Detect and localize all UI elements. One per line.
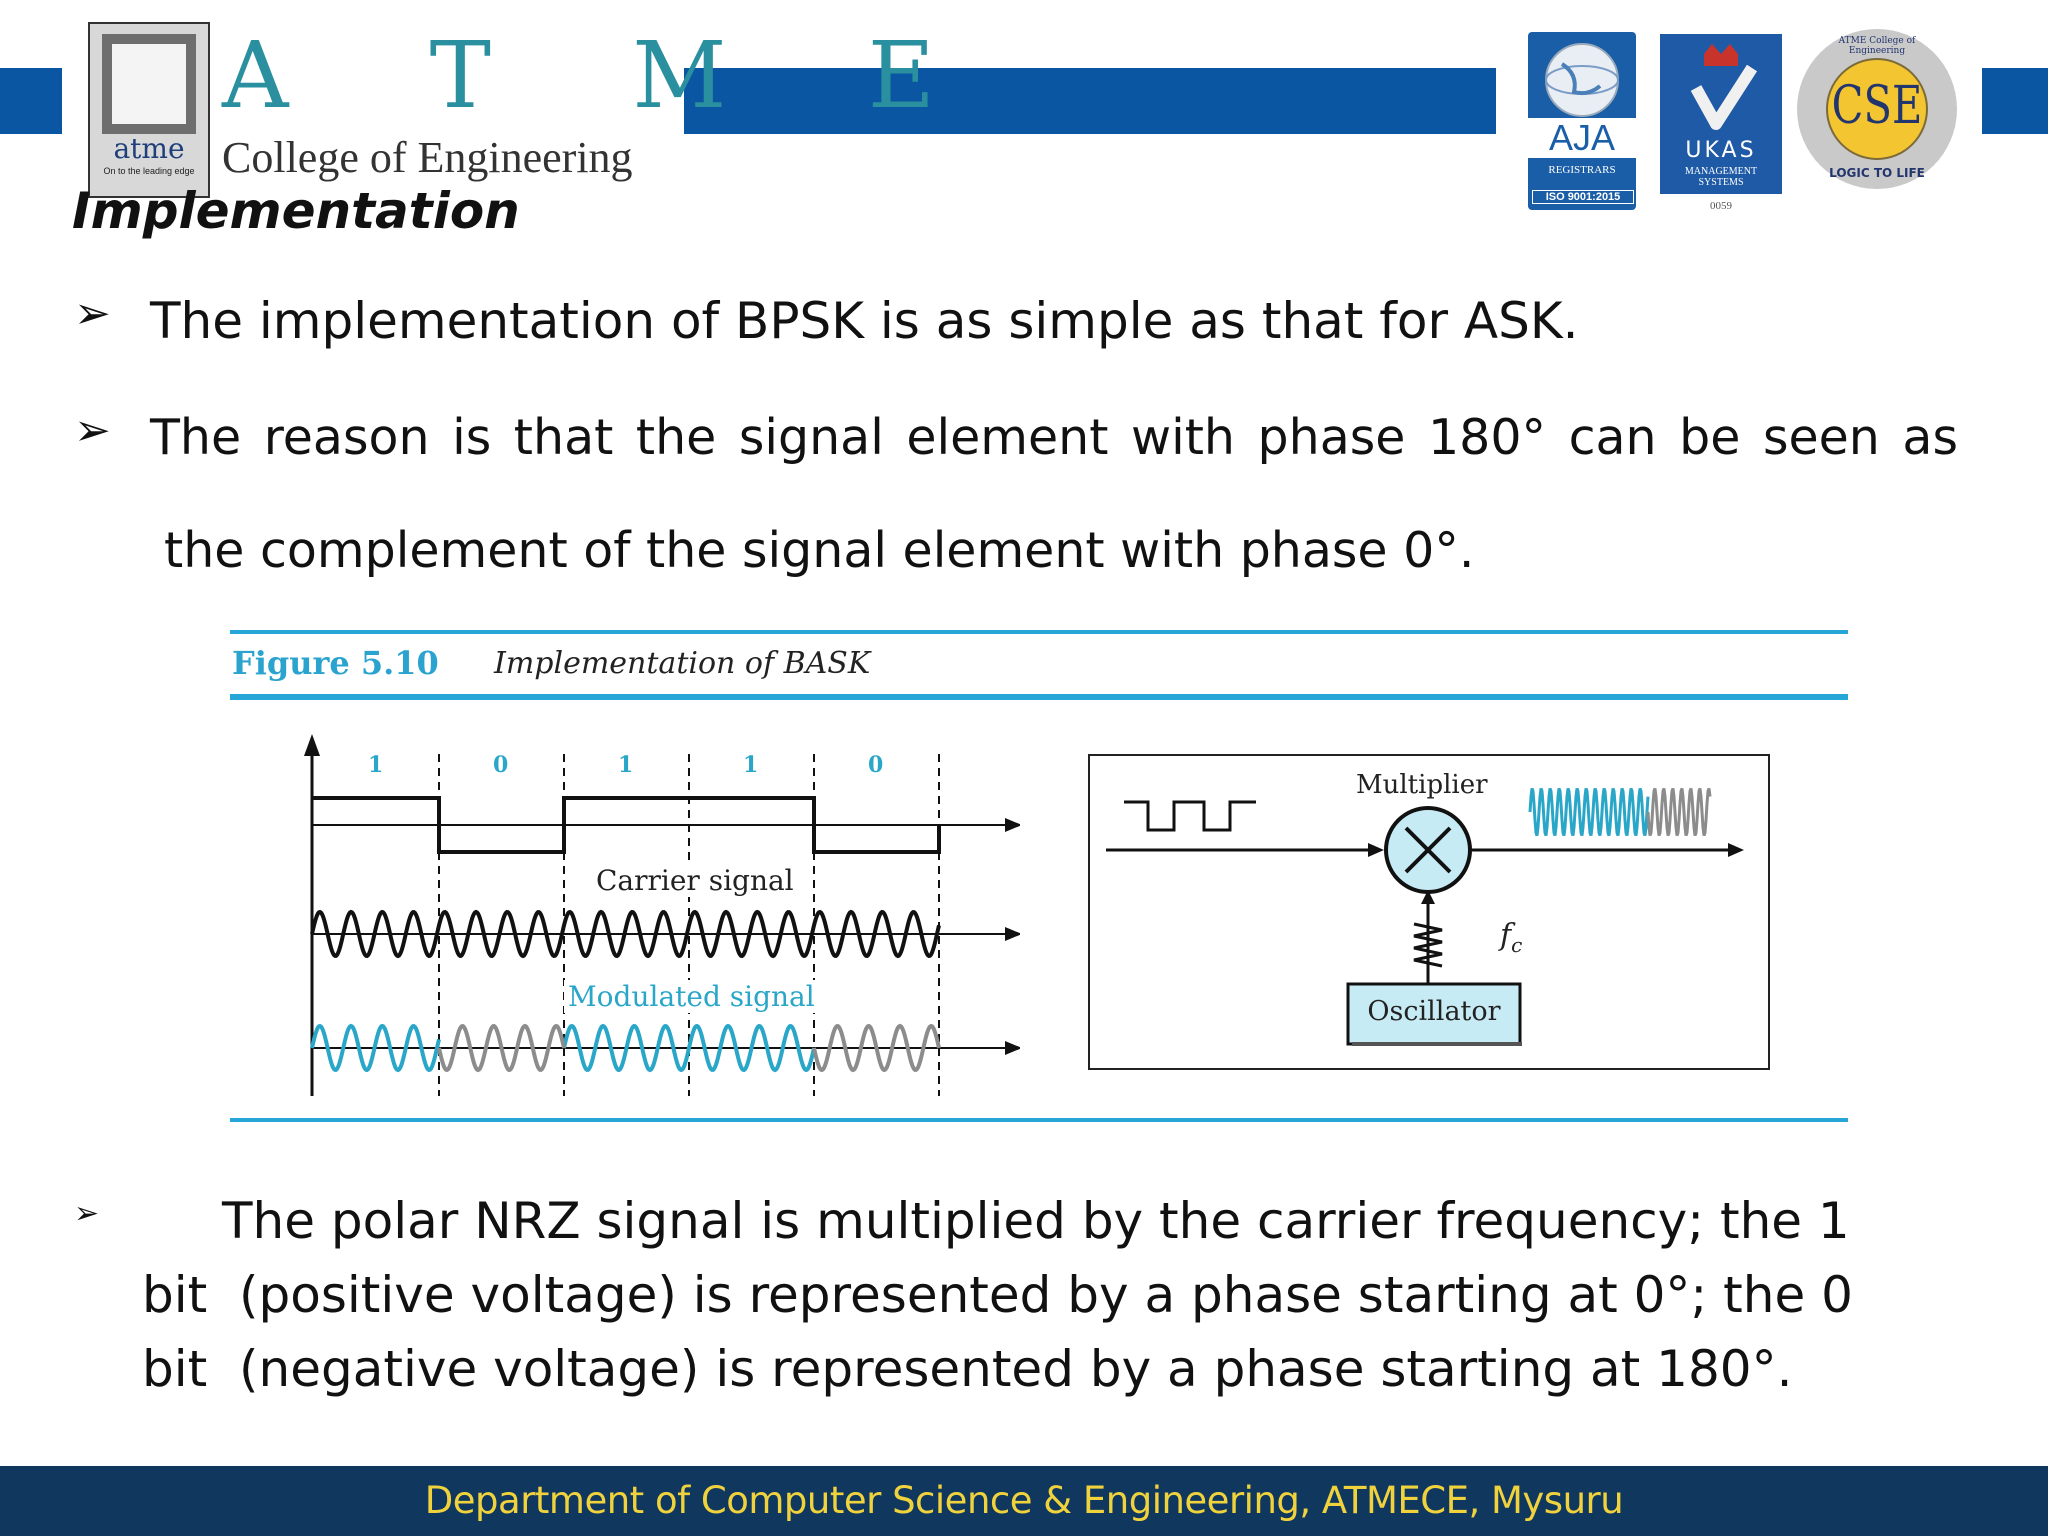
aja-iso-label: ISO 9001:2015 — [1532, 190, 1634, 204]
cse-seal-ring-text: ATME College of Engineering — [1838, 36, 1916, 56]
figure-title-rule — [230, 694, 1848, 700]
slide-heading: Implementation — [72, 182, 520, 240]
carrier-signal-label: Carrier signal — [592, 864, 798, 897]
globe-icon — [1545, 43, 1619, 117]
carrier-spring-icon — [1413, 922, 1443, 968]
atme-logo-word: atme — [113, 132, 185, 165]
carrier-signal — [310, 909, 941, 959]
figure-top-rule — [230, 630, 1848, 634]
header-band-left — [0, 68, 62, 134]
ukas-number: 0059 — [1710, 200, 1732, 212]
bit-label: 1 — [743, 752, 759, 778]
cse-seal-label: CSE — [1831, 76, 1923, 136]
figure-number: Figure 5.10 — [232, 644, 439, 682]
modulated-signal-phase-180 — [437, 1023, 941, 1073]
header-band-middle — [684, 68, 1496, 134]
oscillator-box — [1346, 982, 1522, 1046]
cse-seal-motto: LOGIC TO LIFE — [1829, 166, 1925, 180]
modulator-block-diagram-graphic — [1106, 787, 1744, 1046]
ukas-certification-badge: UKAS MANAGEMENT SYSTEMS — [1660, 34, 1782, 194]
cse-seal: CSE ATME College of Engineering LOGIC TO… — [1794, 26, 1960, 192]
atme-logo-frame — [102, 34, 196, 134]
ukas-sub-label: MANAGEMENT SYSTEMS — [1684, 166, 1758, 188]
modulated-output-icon — [1528, 787, 1650, 837]
carrier-frequency-label: fc — [1500, 918, 1522, 957]
bullet-2-line-1: The reason is that the signal element wi… — [150, 409, 1958, 466]
oscillator-label: Oscillator — [1367, 996, 1501, 1027]
aja-certification-badge: AJA REGISTRARS ISO 9001:2015 — [1528, 32, 1636, 210]
figure-title: Implementation of BASK — [494, 646, 871, 681]
bit-label: 0 — [493, 752, 509, 778]
bullet-3-line-2: bit (positive voltage) is represented by… — [142, 1266, 1853, 1324]
college-name: College of Engineering — [222, 133, 633, 182]
bullet-2-line-2: the complement of the signal element wit… — [164, 522, 1475, 579]
brand-letters: A T M E — [222, 22, 991, 129]
header-band-right — [1982, 68, 2048, 134]
nrz-input-icon — [1124, 800, 1256, 832]
footer-text: Department of Computer Science & Enginee… — [424, 1479, 1624, 1522]
bit-label: 0 — [868, 752, 884, 778]
bullet-3-line-1: The polar NRZ signal is multiplied by th… — [222, 1192, 1850, 1250]
modulator-block-diagram — [1088, 754, 1770, 1070]
atme-logo-tagline: On to the leading edge — [103, 166, 195, 176]
ukas-label: UKAS — [1685, 138, 1757, 163]
bask-waveform-diagram — [304, 734, 1020, 1096]
carrier-frequency-subscript: c — [1511, 933, 1523, 957]
bullet-3-line-3: bit (negative voltage) is represented by… — [142, 1340, 1793, 1398]
multiplier-label: Multiplier — [1356, 770, 1488, 800]
cse-seal-graphic — [1797, 29, 1957, 189]
aja-label: AJA — [1528, 118, 1636, 158]
bit-label: 1 — [368, 752, 384, 778]
bullet-1-text: The implementation of BPSK is as simple … — [150, 292, 1579, 350]
modulated-signal-phase-0 — [310, 1023, 816, 1073]
crown-check-icon — [1690, 44, 1758, 130]
nrz-signal — [312, 796, 941, 854]
aja-sub-label: REGISTRARS — [1548, 164, 1616, 176]
figure-bottom-rule — [230, 1118, 1848, 1122]
modulated-signal-label: Modulated signal — [564, 980, 819, 1013]
bit-label: 1 — [618, 752, 634, 778]
bullet-arrow-icon: ➢ — [74, 1196, 100, 1231]
y-axis-arrow-icon — [304, 734, 320, 756]
footer-bar — [0, 1466, 2048, 1536]
bullet-arrow-icon: ➢ — [74, 405, 111, 456]
bullet-arrow-icon: ➢ — [74, 288, 111, 339]
carrier-frequency-symbol: f — [1500, 918, 1512, 953]
